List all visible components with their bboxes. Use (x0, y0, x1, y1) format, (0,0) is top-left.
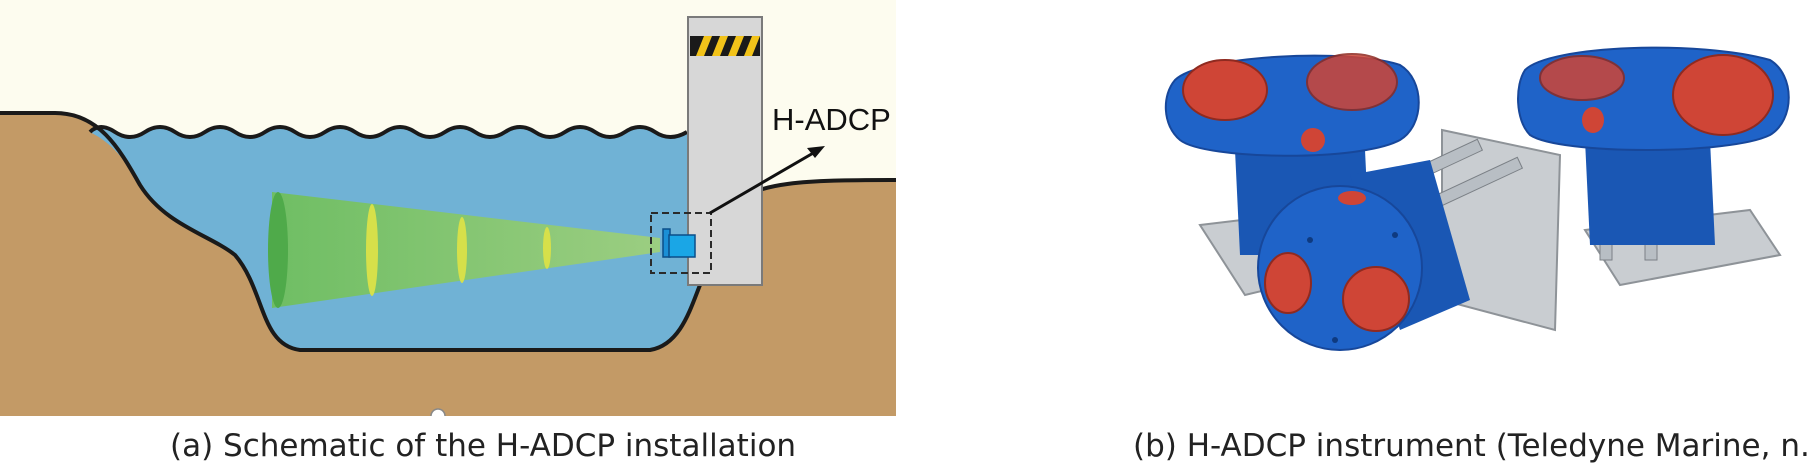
instrument-body (1585, 140, 1715, 245)
transducer-face (1306, 53, 1398, 111)
transducer-face (1342, 266, 1410, 332)
adcp-unit-front (1257, 128, 1562, 351)
pier-structure (687, 16, 763, 286)
adcp-sensor (668, 234, 696, 258)
sensor-highlight-box (650, 212, 712, 274)
beam-ring (366, 204, 378, 296)
bottom-marker (430, 408, 446, 416)
callout-arrow (709, 150, 816, 215)
h-adcp-label: H-ADCP (772, 102, 891, 137)
beam-ring (543, 227, 551, 269)
transducer-small (1338, 191, 1366, 205)
river-bed-outline (0, 111, 702, 352)
schematic-diagram: H-ADCP (0, 0, 896, 416)
transducer-small (1582, 107, 1604, 133)
instrument-illustration (1130, 0, 1810, 416)
beam-ring (457, 217, 467, 283)
transducer-face (1672, 54, 1774, 136)
hazard-stripe (690, 36, 760, 56)
callout-arrowhead (807, 146, 825, 158)
transducer-face (1539, 55, 1625, 101)
adcp-unit-right (1517, 46, 1790, 287)
beam-front-ellipse (268, 192, 288, 308)
caption-schematic: (a) Schematic of the H-ADCP installation (170, 428, 797, 464)
transducer-face (1182, 59, 1268, 121)
transducer-small (1301, 128, 1325, 152)
transducer-face (1264, 252, 1312, 314)
caption-instrument: (b) H-ADCP instrument (Teledyne Marine, … (1133, 428, 1810, 464)
water-surface-wave (88, 125, 689, 139)
